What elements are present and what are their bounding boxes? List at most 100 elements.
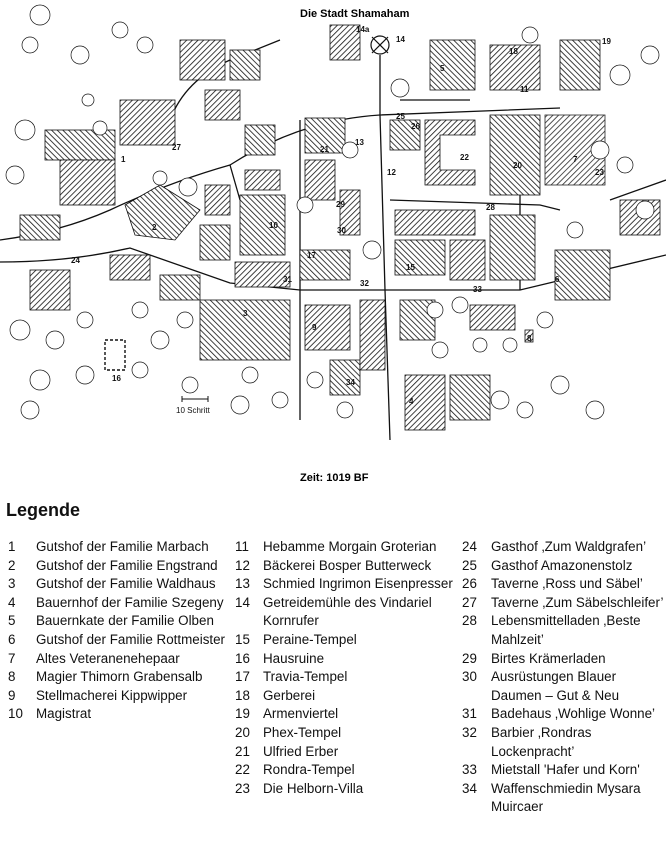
map-label: 31 bbox=[283, 275, 292, 284]
map-label: 16 bbox=[112, 374, 121, 383]
legend-number: 21 bbox=[235, 743, 250, 759]
legend-number: 11 bbox=[235, 539, 249, 554]
map-label: 9 bbox=[312, 323, 317, 332]
legend-number: 22 bbox=[235, 762, 250, 778]
legend-name: Hausruine bbox=[263, 650, 325, 666]
legend-name: Taverne ‚Ross und Säbel’ bbox=[491, 576, 643, 592]
map-label: 4 bbox=[409, 397, 414, 406]
map-label: 10 bbox=[269, 221, 278, 230]
legend-entry: 27 Taverne ‚Zum Säbelschleifer’ bbox=[462, 594, 666, 613]
legend-entry: 26 Taverne ‚Ross und Säbel’ bbox=[462, 575, 666, 594]
map-label: 18 bbox=[509, 47, 518, 56]
legend-name: Bäckerei Bosper Butterweck bbox=[263, 557, 432, 573]
map-label: 5 bbox=[440, 64, 445, 73]
trees bbox=[5, 4, 660, 420]
legend-number: 5 bbox=[8, 613, 16, 629]
legend-name: Schmied Ingrimon Eisenpresser bbox=[263, 576, 453, 592]
map-label: 1 bbox=[121, 155, 126, 164]
legend-number: 2 bbox=[8, 557, 16, 573]
legend-number: 3 bbox=[8, 576, 16, 592]
legend-number: 24 bbox=[462, 539, 477, 554]
map-label: 28 bbox=[486, 203, 495, 212]
legend-name: Phex-Tempel bbox=[263, 724, 342, 740]
scale-label: 10 Schritt bbox=[176, 406, 211, 415]
map-labels: 1 2 3 4 5 6 7 8 9 10 11 12 13 14 14a 15 … bbox=[71, 25, 611, 406]
legend-number: 28 bbox=[462, 613, 477, 629]
legend-number: 4 bbox=[8, 594, 16, 610]
map-label: 19 bbox=[602, 37, 611, 46]
legend-number: 7 bbox=[8, 650, 16, 666]
legend-entry: 11 Hebamme Morgain Groterian bbox=[235, 538, 455, 557]
map-label: 24 bbox=[71, 256, 80, 265]
legend-name: Gutshof der Familie Marbach bbox=[36, 539, 209, 554]
legend-entry: 13 Schmied Ingrimon Eisenpresser bbox=[235, 575, 455, 594]
legend-name: Ausrüstungen Blauer Daumen – Gut & Neu bbox=[491, 669, 620, 703]
legend-number: 1 bbox=[8, 539, 16, 554]
legend-number: 12 bbox=[235, 557, 250, 573]
legend-number: 10 bbox=[8, 706, 23, 722]
legend-name: Ulfried Erber bbox=[263, 743, 339, 759]
legend-name: Mietstall 'Hafer und Korn' bbox=[491, 762, 640, 778]
legend-number: 14 bbox=[235, 594, 250, 610]
legend-name: Taverne ‚Zum Säbelschleifer’ bbox=[491, 594, 664, 610]
legend-name: Barbier ‚Rondras Lockenpracht’ bbox=[491, 724, 592, 759]
legend-name: Gasthof Amazonenstolz bbox=[491, 557, 633, 573]
legend-number: 23 bbox=[235, 780, 250, 796]
legend-entry: 3 Gutshof der Familie Waldhaus bbox=[8, 575, 228, 594]
legend-name: Gutshof der Familie Waldhaus bbox=[36, 576, 216, 592]
map-label: 6 bbox=[555, 275, 560, 284]
legend-number: 32 bbox=[462, 724, 477, 740]
map-label: 26 bbox=[411, 122, 420, 131]
map-label: 21 bbox=[320, 145, 329, 154]
scale-bar bbox=[181, 396, 209, 402]
map-label: 22 bbox=[460, 153, 469, 162]
map-label: 30 bbox=[337, 226, 346, 235]
map-label: 8 bbox=[527, 334, 532, 343]
mill-icon bbox=[370, 35, 390, 55]
map-label: 27 bbox=[172, 143, 181, 152]
legend-name: Hebamme Morgain Groterian bbox=[263, 539, 437, 554]
legend-name: Lebensmittelladen ‚Beste Mahlzeit’ bbox=[491, 613, 641, 647]
legend-number: 19 bbox=[235, 706, 250, 722]
legend-name: Getreidemühle des Vindariel Kornrufer bbox=[263, 594, 432, 629]
legend-number: 16 bbox=[235, 650, 250, 666]
legend-name: Birtes Krämerladen bbox=[491, 650, 606, 666]
legend-number: 34 bbox=[462, 780, 477, 796]
map-label: 12 bbox=[387, 168, 396, 177]
legend-entry: 1 Gutshof der Familie Marbach bbox=[8, 538, 228, 557]
map-label: 2 bbox=[152, 223, 157, 232]
legend-number: 9 bbox=[8, 687, 16, 703]
legend-number: 26 bbox=[462, 576, 477, 592]
legend-entry: 12 Bäckerei Bosper Butterweck bbox=[235, 557, 455, 576]
legend-name: Magier Thimorn Grabensalb bbox=[36, 669, 203, 685]
legend-name: Badehaus ‚Wohlige Wonne’ bbox=[491, 706, 656, 722]
map-label: 7 bbox=[573, 155, 578, 164]
map-label: 17 bbox=[307, 251, 316, 260]
map-label: 33 bbox=[473, 285, 482, 294]
legend-entry: 32 Barbier ‚Rondras Lockenpracht’ bbox=[462, 724, 666, 761]
legend-name: Peraine-Tempel bbox=[263, 631, 357, 647]
legend-title: Legende bbox=[6, 500, 81, 520]
buildings bbox=[19, 24, 661, 431]
legend-number: 27 bbox=[462, 594, 477, 610]
legend-name: Rondra-Tempel bbox=[263, 762, 355, 778]
legend-name: Altes Veteranenehepaar bbox=[36, 650, 180, 666]
legend-number: 13 bbox=[235, 576, 250, 592]
legend-column-2: 11 Hebamme Morgain Groterian 12 Bäckerei B… bbox=[235, 538, 455, 798]
legend-name: Waffenschmiedin Mysara Muircaer bbox=[491, 780, 641, 815]
map-label: 3 bbox=[243, 309, 248, 318]
